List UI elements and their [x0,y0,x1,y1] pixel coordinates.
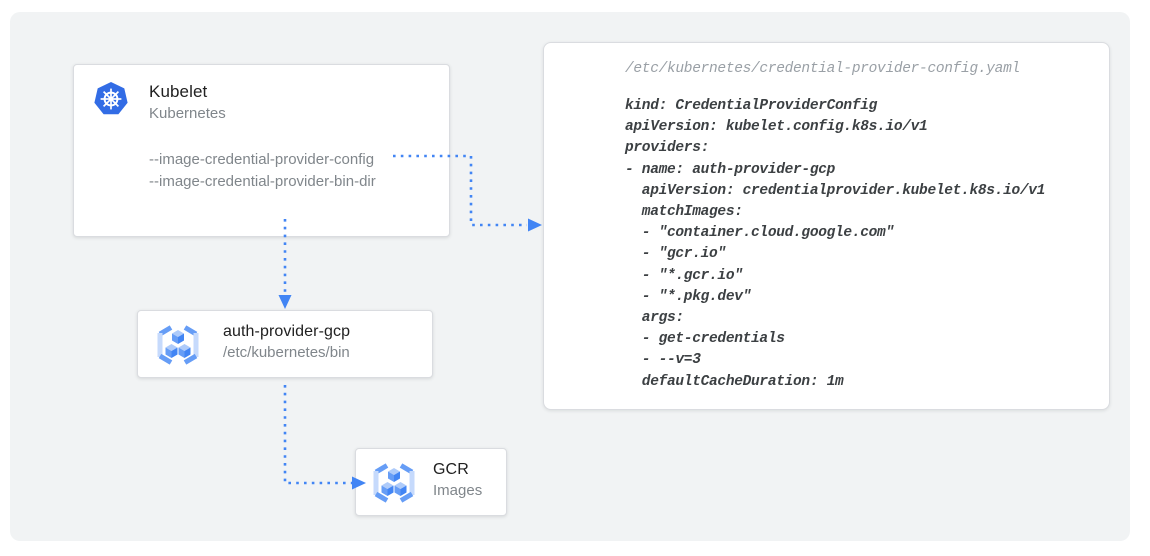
flag-credential-provider-config: --image-credential-provider-config [149,151,375,168]
yaml-file-path: /etc/kubernetes/credential-provider-conf… [625,61,1020,77]
gcr-subtitle: Images [433,482,483,499]
credential-provider-config-panel: /etc/kubernetes/credential-provider-conf… [543,42,1110,410]
kubelet-subtitle: Kubernetes [149,105,226,122]
gcr-node: GCR Images [355,448,507,516]
kubernetes-icon [93,81,129,117]
kubelet-title: Kubelet [149,82,208,101]
yaml-file-contents: kind: CredentialProviderConfig apiVersio… [625,98,1046,390]
auth-provider-gcp-node: auth-provider-gcp /etc/kubernetes/bin [137,310,433,378]
container-registry-icon [152,323,204,367]
kubelet-node: Kubelet Kubernetes --image-credential-pr… [73,64,450,237]
container-registry-icon [368,461,420,505]
kubelet-flags: --image-credential-provider-config --ima… [149,149,376,192]
auth-provider-subtitle: /etc/kubernetes/bin [223,344,350,361]
auth-provider-title: auth-provider-gcp [223,323,351,340]
flag-credential-provider-bin-dir: --image-credential-provider-bin-dir [149,172,376,190]
gcr-title: GCR [433,461,469,478]
